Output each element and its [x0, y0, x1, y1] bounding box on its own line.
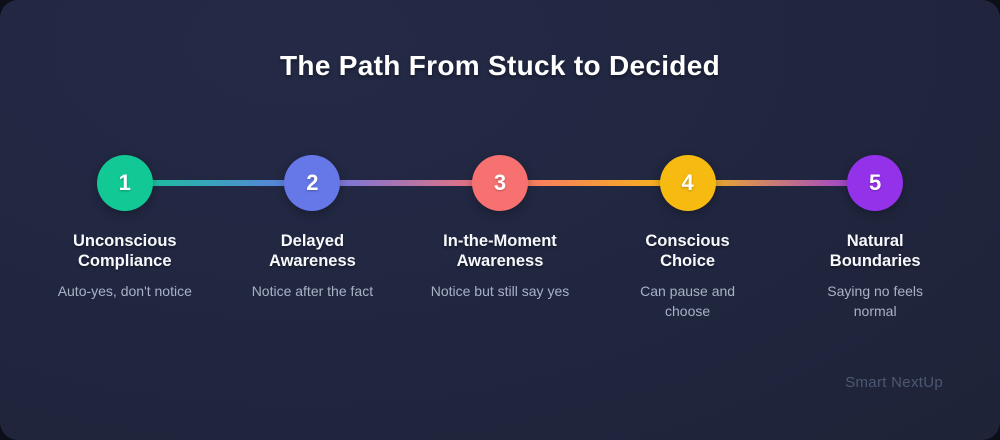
- step-2-number: 2: [306, 170, 319, 195]
- step-3-number: 3: [493, 170, 507, 195]
- step-5-natural-boundaries: 5 Natural Boundaries Saying no feels nor…: [781, 155, 969, 321]
- step-1-circle: 1: [96, 155, 153, 211]
- step-5-subtitle: Saying no feels normal: [827, 282, 924, 319]
- step-3-title: In-the-Moment Awareness: [443, 232, 557, 270]
- step-4-title: Conscious Choice: [645, 232, 730, 270]
- step-3-circle: 3: [471, 155, 528, 211]
- step-3-in-the-moment-awareness: 3 In-the-Moment Awareness Notice but sti…: [406, 155, 594, 321]
- timeline: 1 Unconscious Compliance Auto-yes, don't…: [31, 155, 969, 321]
- step-5-number: 5: [869, 170, 882, 195]
- step-3-subtitle: Notice but still say yes: [430, 282, 570, 299]
- step-1-number: 1: [118, 170, 131, 195]
- step-4-conscious-choice: 4 Conscious Choice Can pause and choose: [594, 155, 782, 321]
- page-title: The Path From Stuck to Decided: [280, 50, 720, 81]
- step-4-number: 4: [681, 170, 694, 195]
- step-1-title: Unconscious Compliance: [72, 232, 177, 270]
- step-1-unconscious-compliance: 1 Unconscious Compliance Auto-yes, don't…: [31, 155, 219, 321]
- step-4-subtitle: Can pause and choose: [640, 282, 736, 319]
- step-2-subtitle: Notice after the fact: [251, 282, 374, 299]
- step-2-circle: 2: [284, 155, 341, 211]
- step-2-title: Delayed Awareness: [268, 232, 356, 270]
- step-2-delayed-awareness: 2 Delayed Awareness Notice after the fac…: [219, 155, 407, 321]
- step-5-circle: 5: [847, 155, 904, 211]
- brand-watermark: Smart NextUp: [845, 374, 943, 391]
- step-5-title: Natural Boundaries: [829, 232, 921, 270]
- step-4-circle: 4: [659, 155, 716, 211]
- step-1-subtitle: Auto-yes, don't notice: [57, 282, 192, 299]
